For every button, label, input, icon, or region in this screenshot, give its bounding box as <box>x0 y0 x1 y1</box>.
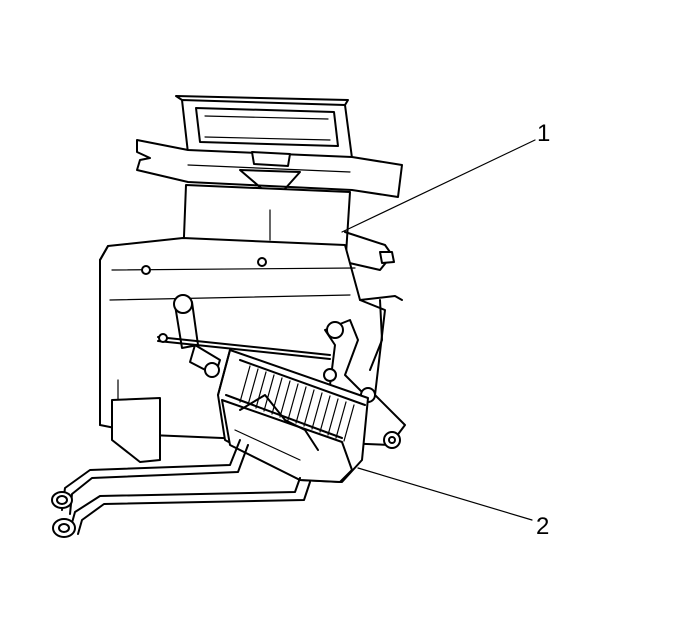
right-linkage-bracket <box>323 295 403 406</box>
heater-core-fins <box>239 365 355 442</box>
heater-tubes <box>51 439 311 538</box>
left-linkage-arm <box>157 294 331 378</box>
callout-1-leader <box>341 139 536 233</box>
top-duct-outlet <box>175 95 353 159</box>
callout-label-2: 2 <box>536 513 550 540</box>
callout-label-1: 1 <box>537 120 551 147</box>
heater-core <box>217 349 369 483</box>
upper-mounting-flange <box>136 139 403 211</box>
callout-2-leader <box>357 467 533 521</box>
